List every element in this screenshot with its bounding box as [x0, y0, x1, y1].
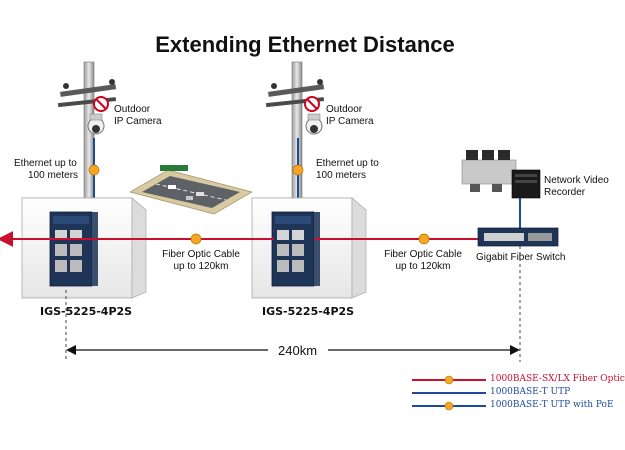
- switch-model-left: IGS-5225-4P2S: [40, 305, 133, 318]
- poe-dot-left: [88, 164, 100, 176]
- diagram-title: Extending Ethernet Distance: [155, 32, 455, 57]
- nvr-label-line1: Network Video: [544, 175, 609, 186]
- network-diagram: [0, 61, 559, 411]
- fiber-label-right-line1: Fiber Optic Cable: [384, 249, 462, 260]
- ip-camera-right: [305, 113, 323, 135]
- gigabit-fiber-switch: [477, 227, 559, 247]
- camera-label-left-line2: IP Camera: [114, 116, 162, 127]
- switch-model-right: IGS-5225-4P2S: [262, 305, 355, 318]
- poe-dot-right: [292, 164, 304, 176]
- fiber-label-left-line2: up to 120km: [173, 261, 229, 272]
- ip-camera-left: [87, 113, 105, 135]
- fiber-label-left: Fiber Optic Cable up to 120km: [160, 249, 242, 273]
- legend-dot-poe: [444, 401, 454, 411]
- camera-label-left-line1: Outdoor: [114, 104, 151, 115]
- wireless-blocked-icon-left: [93, 96, 109, 112]
- nvr-label: Network Video Recorder: [544, 175, 609, 199]
- fiber-label-right-line2: up to 120km: [395, 261, 451, 272]
- gigabit-switch-label: Gigabit Fiber Switch: [476, 252, 566, 263]
- ethernet-label-right-line2: 100 meters: [316, 170, 367, 181]
- camera-label-left: Outdoor IP Camera: [114, 104, 162, 128]
- total-distance-label: 240km: [278, 343, 318, 358]
- fiber-label-right: Fiber Optic Cable up to 120km: [382, 249, 464, 273]
- distance-arrowhead-left: [66, 345, 76, 355]
- fiber-label-left-line1: Fiber Optic Cable: [162, 249, 240, 260]
- ethernet-label-right-line1: Ethernet up to: [316, 158, 379, 169]
- utility-pole-right: [265, 61, 325, 213]
- legend-label-utp: 1000BASE-T UTP: [490, 387, 571, 397]
- monitoring-workstations: [461, 150, 517, 192]
- legend-label-poe: 1000BASE-T UTP with PoE: [490, 400, 614, 410]
- legend-dot-fiber: [444, 375, 454, 385]
- network-video-recorder: [511, 169, 541, 199]
- legend-label-fiber: 1000BASE-SX/LX Fiber Optic: [490, 374, 625, 384]
- ethernet-label-left-line2: 100 meters: [28, 170, 79, 181]
- wireless-blocked-icon-right: [304, 96, 320, 112]
- distance-arrowhead-right: [510, 345, 520, 355]
- fiber-dot-middle: [190, 233, 202, 245]
- industrial-switch-right: [271, 211, 320, 287]
- ethernet-label-left-line1: Ethernet up to: [14, 158, 77, 169]
- camera-label-right-line2: IP Camera: [326, 116, 374, 127]
- camera-label-right: Outdoor IP Camera: [326, 104, 374, 128]
- camera-label-right-line1: Outdoor: [326, 104, 363, 115]
- fiber-dot-right: [418, 233, 430, 245]
- ethernet-label-right: Ethernet up to 100 meters: [316, 158, 379, 182]
- nvr-label-line2: Recorder: [544, 187, 586, 198]
- legend-lines: [412, 375, 486, 411]
- industrial-switch-left: [49, 211, 98, 287]
- ethernet-label-left: Ethernet up to 100 meters: [14, 158, 78, 182]
- utility-pole-left: [57, 61, 117, 213]
- highway-illustration: [129, 165, 253, 215]
